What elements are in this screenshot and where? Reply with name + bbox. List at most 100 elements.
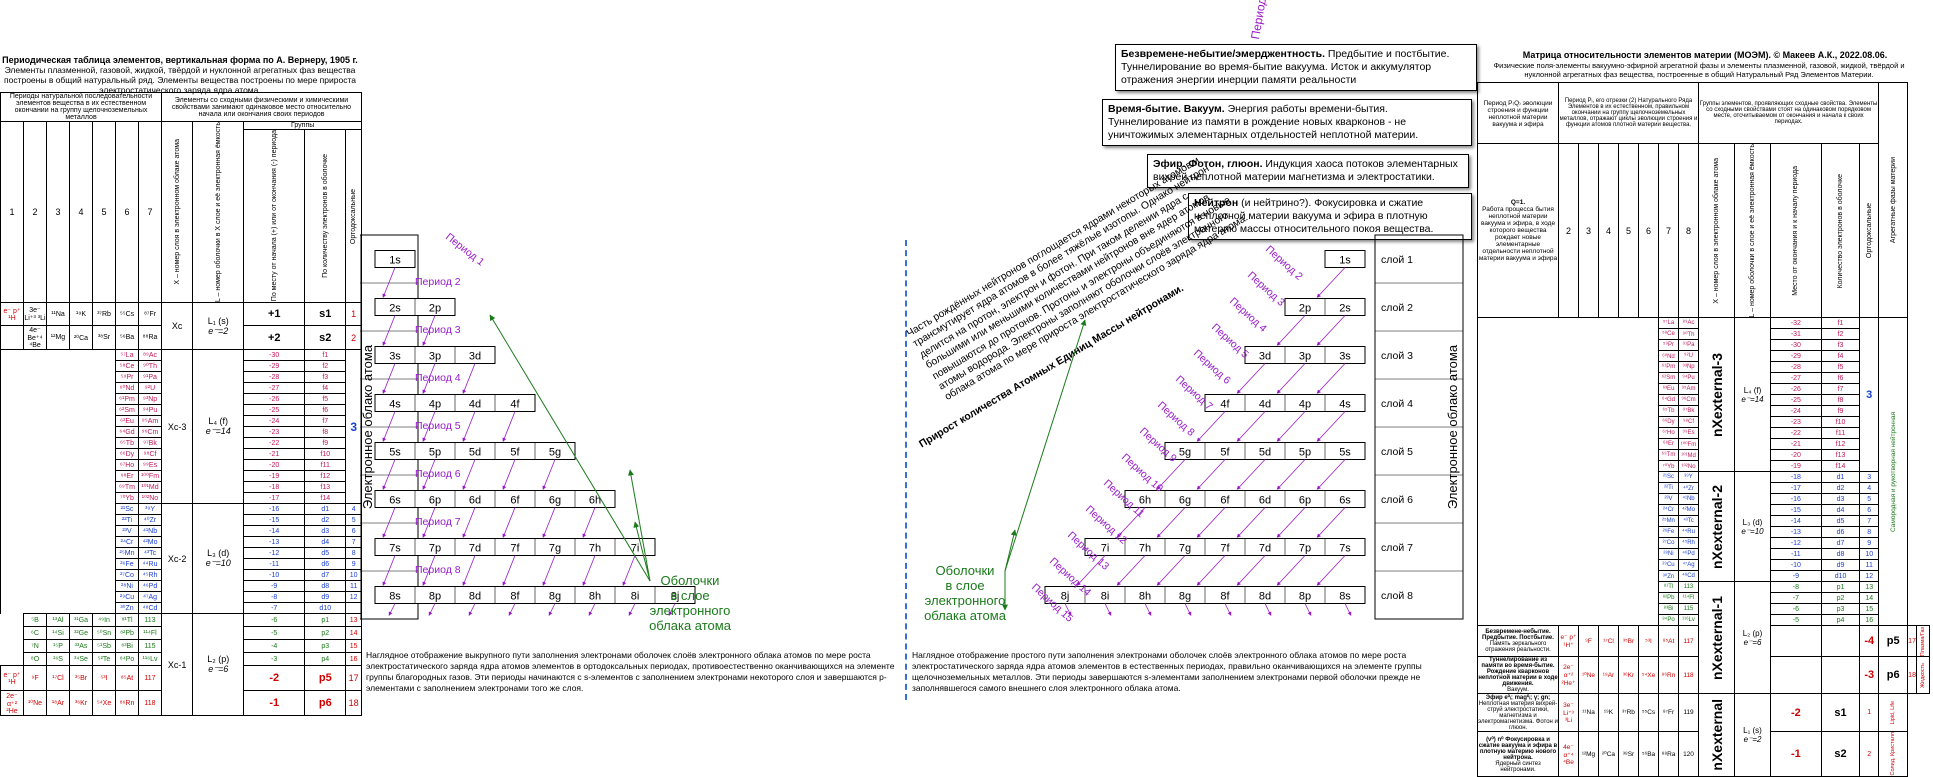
l-value: L₁ (s)	[207, 315, 229, 326]
shell-7i: 7i	[631, 543, 640, 555]
shell-6d: 6d	[1259, 495, 1271, 507]
place-cell: -23	[1770, 416, 1822, 429]
count-cell: f9	[1820, 405, 1861, 418]
shell-3d: 3d	[469, 351, 481, 363]
element-cell: ¹¹⁶Lv	[138, 652, 162, 667]
shell-label-line: электронного	[650, 603, 731, 618]
element-cell: ³⁷Rb	[1618, 693, 1639, 733]
place-cell: -31	[1770, 328, 1822, 341]
element-cell: ³⁶Kr	[69, 690, 93, 717]
element-cell: ⁶²Sm	[115, 404, 139, 417]
l-label: L₂ (p)e⁻=6	[1734, 581, 1771, 695]
shell-label-line: облака атома	[924, 608, 1007, 623]
count-cell: d8	[1820, 548, 1861, 561]
count-cell: f2	[304, 360, 347, 373]
element-cell: ²⁴Cr	[115, 536, 139, 549]
fill-arrow	[508, 603, 516, 616]
shell-5g: 5g	[1179, 447, 1191, 459]
fill-arrow	[382, 411, 396, 442]
ortho-cell: 1	[1859, 693, 1880, 733]
element-cell: ²⁵Mn	[115, 547, 139, 560]
shell-5s: 5s	[1339, 447, 1351, 459]
element-cell: ⁴²Mo	[138, 536, 162, 549]
empty-cell	[1820, 656, 1861, 695]
shell-8s: 8s	[1339, 591, 1351, 603]
element-cell: ⁹⁷Bk	[1678, 405, 1699, 418]
period-q1-label: Период Q = 1	[1248, 0, 1275, 41]
place-cell: -25	[243, 404, 306, 417]
element-cell: 119	[1678, 693, 1699, 733]
count-cell: d1	[1820, 471, 1861, 484]
place-cell: -27	[243, 382, 306, 395]
element-cell: ⁹¹Pa	[138, 371, 162, 384]
period-label: Период 5	[1209, 321, 1251, 361]
count-cell: p1	[304, 613, 347, 628]
count-cell: f10	[304, 448, 347, 461]
shell-7f: 7f	[1220, 543, 1230, 555]
shell-6h: 6h	[1139, 495, 1151, 507]
x-label: Xc-3	[160, 349, 194, 505]
element-cell: 4e⁻ Be⁺⁴ ⁴Be	[23, 325, 47, 351]
element-cell: ⁶³Eu	[1658, 383, 1679, 396]
count-cell: p2	[1820, 592, 1861, 605]
shell-5d: 5d	[1259, 447, 1271, 459]
element-cell: 3e⁻ Li⁺³ ³Li	[23, 302, 47, 327]
element-cell: ⁶⁶Dy	[115, 448, 139, 461]
element-cell: ⁶⁰Nd	[115, 382, 139, 395]
element-cell: ¹¹⁶Lv	[1678, 614, 1699, 627]
nx-cell: nXexternal	[1698, 693, 1735, 777]
fill-arrow	[1224, 603, 1232, 616]
fill-arrow	[422, 507, 436, 538]
place-cell: -21	[243, 448, 306, 461]
shell-8i: 8i	[1101, 591, 1110, 603]
element-cell: ⁵³I	[92, 665, 116, 692]
place-cell: -12	[243, 547, 306, 560]
element-cell: ³⁸Sr	[92, 325, 116, 351]
shell-4s: 4s	[1339, 399, 1351, 411]
shell-3s: 3s	[1339, 351, 1351, 363]
count-cell: d9	[1820, 559, 1861, 572]
place-cell: -25	[1770, 394, 1822, 407]
element-cell: ²¹Sc	[1658, 471, 1679, 484]
count-cell: f2	[1820, 328, 1861, 341]
place-cell: -19	[1770, 460, 1822, 473]
e-value: e⁻=6	[1743, 637, 1762, 647]
shell-label-line: в слое	[945, 578, 984, 593]
element-cell: ⁹F	[23, 665, 47, 692]
ortho-cell: 17	[1907, 625, 1917, 658]
row-label-cell: Эфир e⁰ᵢ; mag⁰ᵢ; γ; gn;Неплотная материя…	[1477, 693, 1559, 733]
count-cell: p4	[1820, 614, 1861, 627]
col-place-label: Место от окончания и к началу периода	[1792, 165, 1800, 296]
place-cell: -17	[1770, 482, 1822, 495]
place-cell: -7	[243, 602, 306, 615]
period-label: Период 8	[415, 564, 461, 576]
fill-arrow	[422, 411, 436, 442]
fill-arrow	[468, 603, 476, 616]
phase-label: Lipid, Life	[1890, 701, 1897, 725]
ortho-cell: 14	[1859, 592, 1880, 605]
element-cell: ⁹⁵Am	[1678, 383, 1699, 396]
element-cell: ⁸⁴Po	[115, 652, 139, 667]
count-cell: f14	[1820, 460, 1861, 473]
count-cell: d4	[1820, 504, 1861, 517]
fill-arrow	[1304, 603, 1312, 616]
place-cell: -14	[1770, 515, 1822, 528]
place-cell: -9	[243, 580, 306, 593]
fill-arrow	[542, 507, 556, 538]
fill-arrow	[422, 459, 436, 490]
element-cell: 113	[138, 613, 162, 628]
shell-arrow	[1004, 319, 1087, 572]
place-cell: -15	[1770, 504, 1822, 517]
count-cell: f8	[304, 426, 347, 439]
count-cell: p2	[304, 626, 347, 641]
element-cell: 4e⁻ α⁺⁴ ⁴Be	[1558, 731, 1579, 777]
place-cell: -6	[243, 613, 306, 628]
ortho-cell: 12	[1859, 570, 1880, 583]
element-cell: 2e⁻ α⁺² ²He	[0, 690, 24, 717]
col-place-header: Место от окончания и к началу периода	[1770, 142, 1822, 319]
element-cell: ⁹⁹Es	[138, 459, 162, 472]
box-emergence-text: Предбытие и постбытие. Туннелирование во…	[1121, 48, 1450, 86]
shell-3s: 3s	[389, 351, 401, 363]
period-label: Период 10	[1119, 451, 1165, 494]
